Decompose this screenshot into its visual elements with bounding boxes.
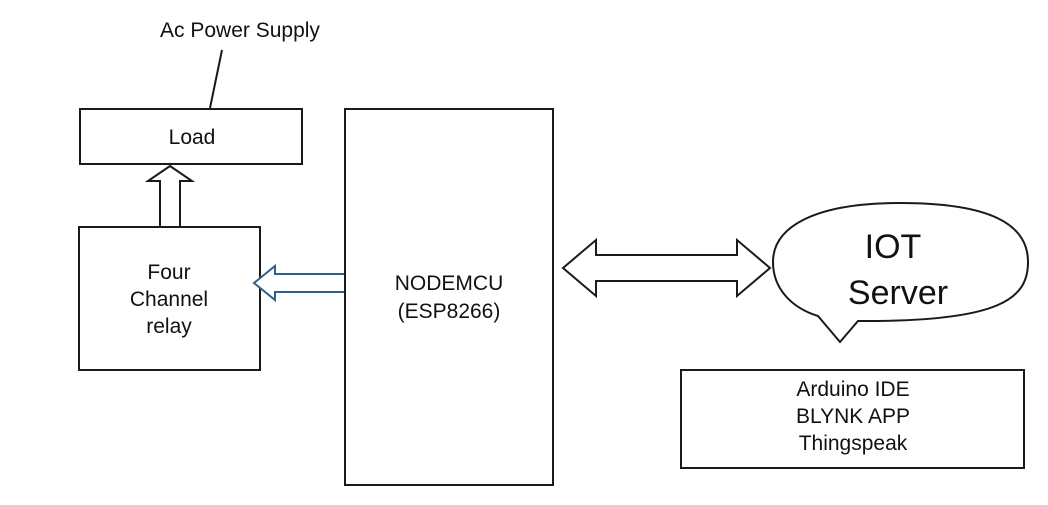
software-item-blynk-app: BLYNK APP <box>796 405 910 428</box>
nodemcu-iot-bidirectional-arrow <box>561 237 772 299</box>
relay-to-load-arrow <box>144 164 196 228</box>
nodemcu-label-line-2: (ESP8266) <box>398 300 501 323</box>
relay-block: Four Channel relay <box>78 226 261 371</box>
load-block: Load <box>79 108 303 165</box>
load-box <box>79 108 303 165</box>
relay-label-line-3: relay <box>146 315 192 338</box>
power-supply-label: Ac Power Supply <box>160 19 320 42</box>
software-block: Arduino IDE BLYNK APP Thingspeak <box>680 369 1025 469</box>
nodemcu-block: NODEMCU (ESP8266) <box>344 108 554 486</box>
iot-server-label-line-1: IOT <box>865 228 922 266</box>
load-label: Load <box>169 126 216 149</box>
relay-label-line-1: Four <box>147 261 190 284</box>
power-supply-wire <box>209 49 223 109</box>
nodemcu-box <box>344 108 554 486</box>
relay-label-line-2: Channel <box>130 288 208 311</box>
nodemcu-to-relay-arrow <box>252 263 346 303</box>
software-item-thingspeak: Thingspeak <box>799 432 908 455</box>
software-box <box>680 369 1025 469</box>
iot-server-bubble: IOT Server <box>771 201 1030 344</box>
iot-server-bubble-shape <box>771 201 1030 344</box>
iot-server-label-line-2: Server <box>848 274 948 312</box>
software-item-arduino-ide: Arduino IDE <box>796 378 909 401</box>
relay-box <box>78 226 261 371</box>
nodemcu-label-line-1: NODEMCU <box>395 272 504 295</box>
